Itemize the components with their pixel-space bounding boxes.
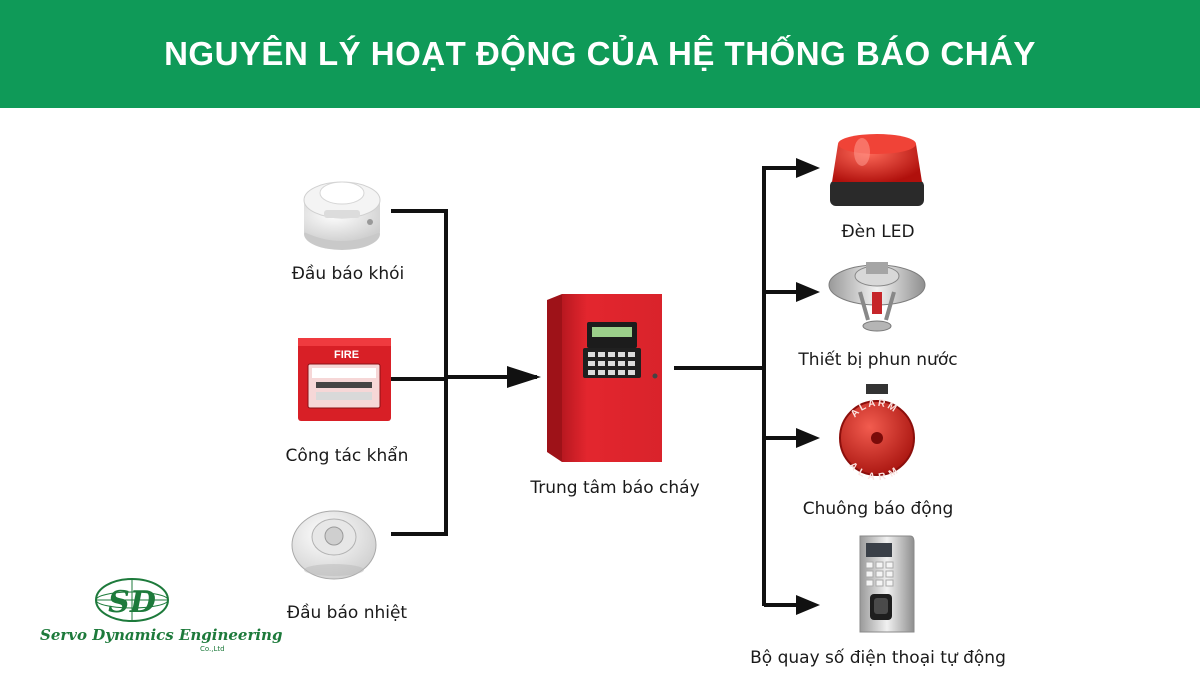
label-sprinkler: Thiết bị phun nước bbox=[798, 350, 958, 370]
label-smoke-detector: Đầu báo khói bbox=[291, 264, 405, 284]
company-logo: SD bbox=[95, 578, 169, 622]
label-auto-dialer: Bộ quay số điện thoại tự động bbox=[750, 648, 1006, 668]
connector-heat bbox=[391, 379, 448, 536]
led-beacon-icon bbox=[830, 134, 924, 206]
label-manual-call-point: Công tác khẩn bbox=[285, 446, 409, 466]
logo-suffix: Co.,Ltd bbox=[200, 645, 225, 653]
fire-alarm-panel-icon bbox=[547, 294, 662, 462]
logo-company-name: Servo Dynamics Engineering bbox=[40, 626, 283, 644]
label-fire-alarm-panel: Trung tâm báo cháy bbox=[530, 478, 700, 498]
input-connectors bbox=[391, 209, 541, 536]
label-heat-detector: Đầu báo nhiệt bbox=[286, 603, 408, 623]
title-banner: NGUYÊN LÝ HOẠT ĐỘNG CỦA HỆ THỐNG BÁO CHÁ… bbox=[0, 0, 1200, 108]
auto-dialer-icon bbox=[859, 535, 915, 633]
arrow-head-panel bbox=[507, 366, 541, 388]
page-title: NGUYÊN LÝ HOẠT ĐỘNG CỦA HỆ THỐNG BÁO CHÁ… bbox=[164, 35, 1036, 72]
arrow-head-bell bbox=[796, 428, 820, 448]
arrow-head-dialer bbox=[796, 595, 820, 615]
manual-call-point-icon: FIRE bbox=[298, 338, 391, 421]
label-led-beacon: Đèn LED bbox=[841, 222, 915, 242]
sprinkler-icon bbox=[828, 262, 926, 332]
alarm-bell-icon: ALARM ALARM bbox=[839, 384, 915, 483]
logo-monogram: SD bbox=[108, 585, 156, 620]
label-alarm-bell: Chuông báo động bbox=[802, 499, 954, 519]
output-connectors bbox=[674, 158, 820, 615]
heat-detector-icon bbox=[291, 510, 377, 580]
call-point-fire-text: FIRE bbox=[334, 349, 359, 361]
arrow-head-sprinkler bbox=[796, 282, 820, 302]
arrow-head-led bbox=[796, 158, 820, 178]
smoke-detector-icon bbox=[303, 181, 381, 250]
connector-smoke bbox=[391, 209, 448, 379]
